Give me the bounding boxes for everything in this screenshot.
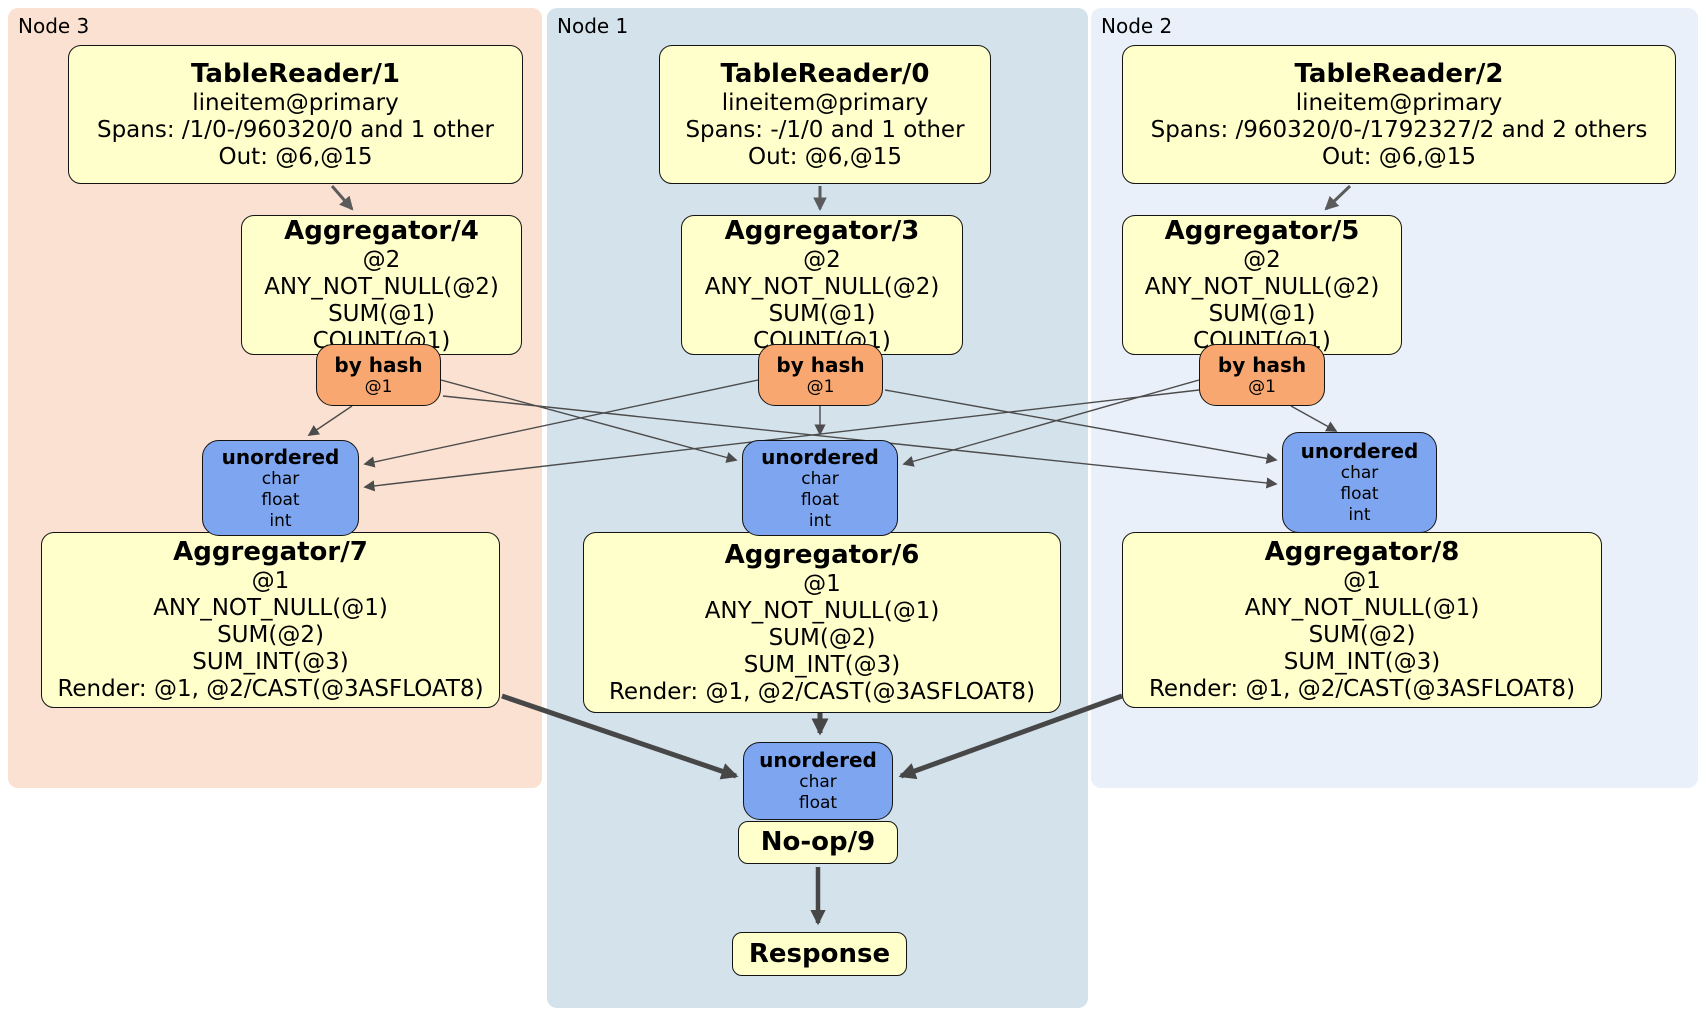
processor-tablereader-0: TableReader/0 lineitem@primary Spans: -/…	[659, 45, 991, 184]
processor-title: No-op/9	[760, 827, 876, 857]
processor-title: TableReader/0	[720, 58, 930, 89]
sync-detail: char	[801, 468, 839, 489]
processor-aggregator-3: Aggregator/3 @2 ANY_NOT_NULL(@2) SUM(@1)…	[681, 215, 963, 355]
processor-detail: SUM_INT(@3)	[192, 649, 349, 675]
processor-detail: @2	[803, 246, 841, 273]
processor-response: Response	[732, 932, 907, 976]
processor-detail: Render: @1, @2/CAST(@3ASFLOAT8)	[1148, 676, 1576, 702]
processor-detail: ANY_NOT_NULL(@1)	[704, 597, 940, 624]
processor-noop-9: No-op/9	[738, 821, 898, 864]
router-by-hash-node3: by hash @1	[316, 344, 441, 406]
processor-aggregator-5: Aggregator/5 @2 ANY_NOT_NULL(@2) SUM(@1)…	[1122, 215, 1402, 355]
processor-title: Aggregator/3	[724, 215, 920, 246]
processor-detail: @1	[251, 568, 290, 594]
processor-aggregator-4: Aggregator/4 @2 ANY_NOT_NULL(@2) SUM(@1)…	[241, 215, 522, 355]
router-title: by hash	[1217, 352, 1307, 377]
processor-detail: @1	[803, 570, 841, 597]
sync-title: unordered	[761, 444, 879, 469]
reader-to-aggregator-arrows	[330, 184, 1352, 212]
panel-node-3-label: Node 3	[18, 14, 90, 38]
processor-title: Aggregator/5	[1164, 215, 1360, 246]
processor-detail: Out: @6,@15	[1322, 143, 1476, 170]
processor-detail: ANY_NOT_NULL(@1)	[153, 595, 388, 621]
processor-detail: lineitem@primary	[192, 89, 399, 116]
processor-tablereader-2: TableReader/2 lineitem@primary Spans: /9…	[1122, 45, 1676, 184]
processor-detail: ANY_NOT_NULL(@2)	[704, 273, 940, 300]
processor-aggregator-7: Aggregator/7 @1 ANY_NOT_NULL(@1) SUM(@2)…	[41, 532, 500, 708]
processor-title: Aggregator/7	[173, 537, 368, 567]
sync-unordered-node1: unordered char float int	[742, 440, 898, 536]
sync-detail: float	[798, 793, 838, 813]
processor-title: Aggregator/4	[284, 215, 479, 246]
sync-title: unordered	[221, 444, 340, 469]
router-by-hash-node1: by hash @1	[758, 344, 883, 406]
processor-detail: ANY_NOT_NULL(@1)	[1244, 595, 1480, 621]
processor-detail: SUM(@1)	[768, 300, 876, 327]
processor-detail: SUM_INT(@3)	[1283, 649, 1441, 675]
sync-unordered-final: unordered char float	[743, 742, 893, 820]
sync-unordered-node2: unordered char float int	[1282, 432, 1437, 533]
sync-detail: char	[261, 468, 300, 489]
processor-detail: Render: @1, @2/CAST(@3ASFLOAT8)	[608, 678, 1036, 705]
sync-detail: float	[261, 489, 300, 510]
processor-detail: lineitem@primary	[721, 89, 929, 116]
processor-detail: Out: @6,@15	[748, 143, 902, 170]
router-detail: @1	[1248, 376, 1276, 397]
processor-title: TableReader/1	[191, 58, 400, 89]
processor-detail: SUM(@2)	[217, 622, 324, 648]
processor-detail: SUM(@1)	[328, 300, 435, 327]
sync-title: unordered	[759, 748, 877, 772]
processor-detail: @2	[1243, 246, 1281, 273]
processor-detail: SUM(@1)	[1208, 300, 1316, 327]
router-detail: @1	[806, 376, 835, 397]
processor-detail: Render: @1, @2/CAST(@3ASFLOAT8)	[57, 676, 484, 702]
router-by-hash-node2: by hash @1	[1199, 344, 1325, 406]
processor-detail: ANY_NOT_NULL(@2)	[264, 273, 499, 300]
processor-aggregator-8: Aggregator/8 @1 ANY_NOT_NULL(@1) SUM(@2)…	[1122, 532, 1602, 708]
processor-detail: Spans: /960320/0-/1792327/2 and 2 others	[1150, 116, 1648, 143]
processor-title: Aggregator/6	[724, 539, 920, 570]
panel-node-2-label: Node 2	[1101, 14, 1173, 38]
sync-detail: char	[799, 772, 837, 792]
panel-node-1-label: Node 1	[557, 14, 629, 38]
processor-detail: @2	[362, 246, 401, 273]
sync-detail: int	[269, 510, 292, 531]
processor-aggregator-6: Aggregator/6 @1 ANY_NOT_NULL(@1) SUM(@2)…	[583, 532, 1061, 713]
processor-detail: lineitem@primary	[1295, 89, 1503, 116]
processor-title: Response	[748, 938, 891, 969]
router-detail: @1	[364, 376, 393, 397]
sync-unordered-node3: unordered char float int	[202, 440, 359, 536]
sync-detail: int	[1348, 505, 1371, 525]
processor-detail: SUM(@2)	[768, 624, 876, 651]
sync-detail: float	[800, 489, 840, 510]
router-title: by hash	[776, 352, 865, 377]
processor-tablereader-1: TableReader/1 lineitem@primary Spans: /1…	[68, 45, 523, 184]
processor-detail: SUM(@2)	[1308, 622, 1416, 648]
processor-detail: @1	[1343, 568, 1381, 594]
processor-title: TableReader/2	[1294, 58, 1504, 89]
sync-detail: char	[1340, 463, 1379, 483]
aggregator-to-final-sync-arrows	[501, 693, 1123, 780]
processor-detail: Spans: -/1/0 and 1 other	[685, 116, 965, 143]
processor-detail: SUM_INT(@3)	[743, 651, 901, 678]
processor-detail: ANY_NOT_NULL(@2)	[1144, 273, 1380, 300]
processor-title: Aggregator/8	[1264, 537, 1460, 567]
processor-detail: Spans: /1/0-/960320/0 and 1 other	[96, 116, 495, 143]
sync-detail: float	[1340, 484, 1379, 504]
sync-detail: int	[808, 510, 832, 531]
processor-detail: Out: @6,@15	[218, 143, 373, 170]
router-title: by hash	[334, 352, 423, 377]
sync-title: unordered	[1300, 439, 1419, 463]
